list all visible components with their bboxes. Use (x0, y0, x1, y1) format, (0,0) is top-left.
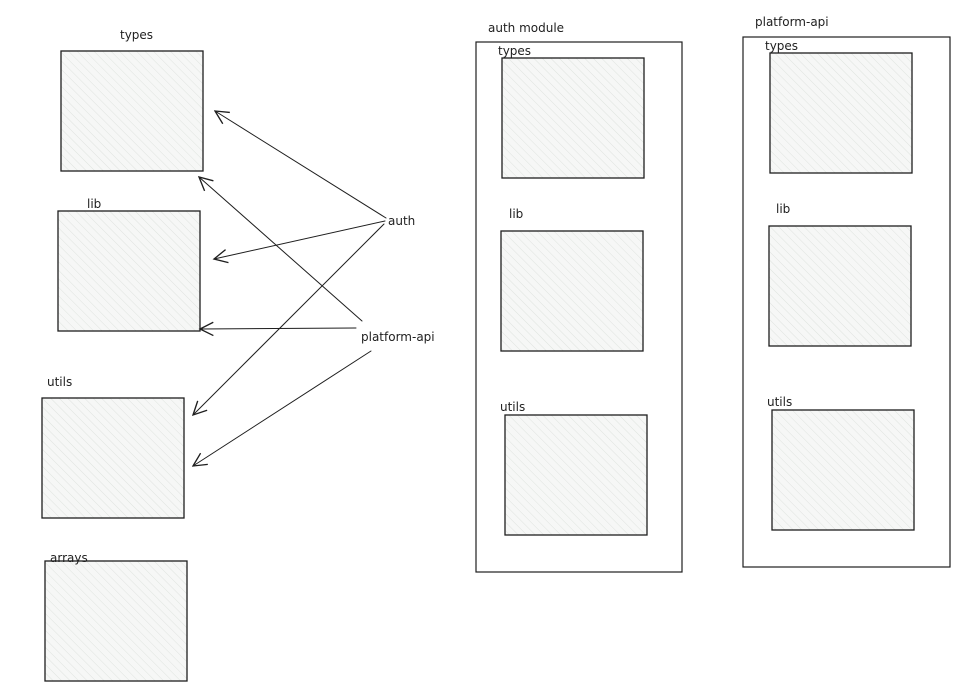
platform-api-box-utils[interactable]: utils (767, 395, 915, 531)
edge-platform-api-to-utils (193, 350, 372, 466)
box-lib-label: lib (87, 197, 101, 211)
platform-api-box-utils-label: utils (767, 395, 792, 409)
source-platform-api-label[interactable]: platform-api (361, 330, 435, 344)
left-dependency-group: types lib utils arrays auth platform-api (41, 28, 435, 682)
source-auth-label[interactable]: auth (388, 214, 415, 228)
edge-auth-to-lib (214, 220, 386, 259)
box-utils[interactable]: utils (41, 375, 185, 519)
auth-module-box-types-label: types (498, 44, 531, 58)
auth-module-box-utils[interactable]: utils (500, 400, 648, 536)
auth-module-box-utils-label: utils (500, 400, 525, 414)
edge-platform-api-to-lib (200, 328, 357, 329)
auth-module-box-lib-label: lib (509, 207, 523, 221)
platform-api-title: platform-api (755, 15, 829, 29)
platform-api-box-lib-label: lib (776, 202, 790, 216)
auth-module-box-lib[interactable]: lib (500, 207, 644, 352)
auth-module-box-types[interactable]: types (498, 44, 645, 179)
edge-auth-to-types (215, 111, 387, 219)
box-arrays-label: arrays (50, 551, 88, 565)
auth-module-title: auth module (488, 21, 564, 35)
edge-auth-to-utils (193, 223, 385, 415)
box-types-label: types (120, 28, 153, 42)
platform-api-box-types[interactable]: types (765, 39, 913, 174)
box-lib[interactable]: lib (57, 197, 201, 332)
platform-api-container: platform-api types lib utils (742, 15, 951, 568)
platform-api-box-types-label: types (765, 39, 798, 53)
auth-module-container: auth module types lib utils (475, 21, 683, 573)
box-types[interactable]: types (60, 28, 204, 172)
box-arrays[interactable]: arrays (44, 551, 188, 682)
box-utils-label: utils (47, 375, 72, 389)
platform-api-box-lib[interactable]: lib (768, 202, 912, 347)
edge-platform-api-to-types (199, 177, 363, 322)
